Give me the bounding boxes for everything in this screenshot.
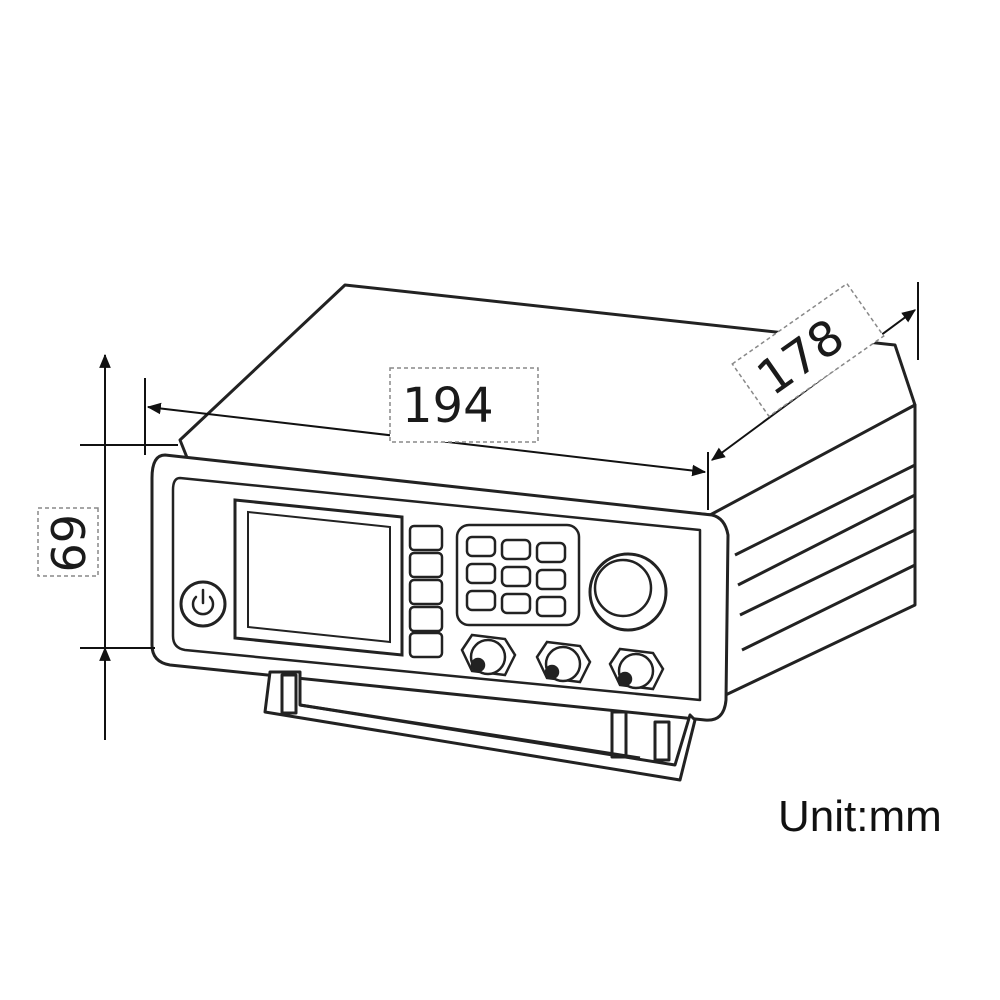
bnc-connector: [535, 640, 592, 684]
bnc-connectors: [460, 633, 665, 691]
keypad-key: [535, 568, 567, 591]
keypad-key: [465, 535, 497, 558]
soft-key: [408, 631, 444, 659]
width-label: 194: [402, 378, 494, 434]
power-button: [179, 580, 227, 628]
soft-key: [408, 524, 444, 552]
display-screen: [233, 498, 404, 657]
width-label-box: 194: [389, 367, 539, 443]
keypad-key: [465, 562, 497, 585]
soft-keys: [408, 524, 444, 659]
height-label: 69: [40, 514, 94, 573]
keypad-key: [535, 595, 567, 618]
keypad-key: [535, 541, 567, 564]
soft-key: [408, 578, 444, 606]
keypad: [455, 523, 581, 627]
bnc-connector: [608, 647, 665, 691]
height-label-box: 69: [37, 507, 99, 577]
keypad-key: [465, 589, 497, 612]
soft-key: [408, 551, 444, 579]
rotary-knob: [588, 552, 668, 632]
bnc-connector: [460, 633, 517, 677]
unit-label: Unit:mm: [778, 792, 942, 841]
keypad-key: [500, 538, 532, 561]
power-icon: [191, 588, 215, 616]
keypad-key: [500, 565, 532, 588]
keypad-key: [500, 592, 532, 615]
soft-key: [408, 605, 444, 633]
stand-bracket: [263, 670, 697, 782]
height-dimension: [80, 353, 178, 740]
